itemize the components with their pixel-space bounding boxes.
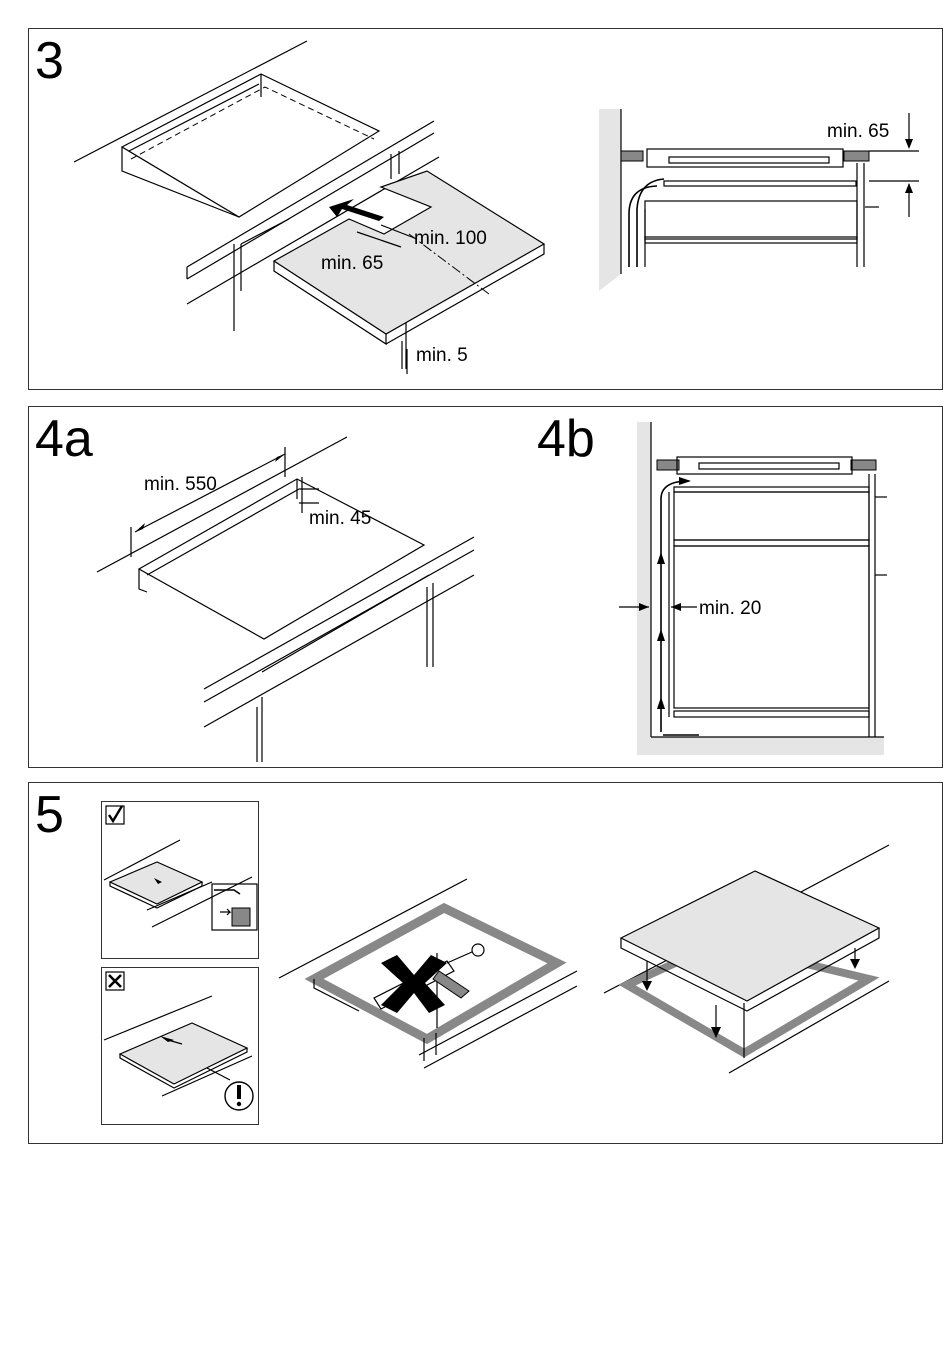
step-4-drawing: min. 550 min. 45 min. 20 [29, 407, 944, 769]
step-5-panel: 5 [28, 782, 943, 1144]
step-3-drawing: min. 100 min. 65 min. 5 min. 65 [29, 29, 944, 391]
side-min65-label: min. 65 [827, 121, 889, 142]
dim-min5-label: min. 5 [416, 345, 468, 366]
dim-min65-label: min. 65 [321, 253, 383, 274]
dim-min45-label: min. 45 [309, 508, 371, 529]
step-4-panel: 4a 4b min. 550 min. 45 [28, 406, 943, 768]
step-3-panel: 3 min. 100 min. 65 min. 5 [28, 28, 943, 390]
dim-min100-label: min. 100 [414, 228, 487, 249]
dim-min550-label: min. 550 [144, 474, 217, 495]
step-5-drawing [29, 783, 944, 1145]
dim-min20-label: min. 20 [699, 598, 761, 619]
